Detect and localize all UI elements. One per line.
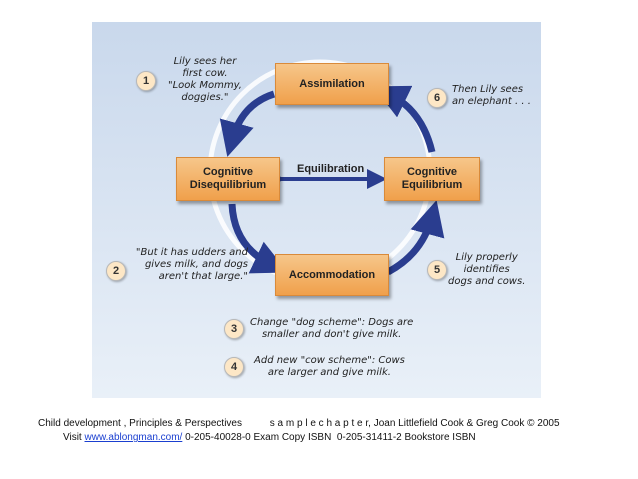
- arrow-disequilibrium-to-accommodation: [228, 203, 288, 274]
- equilibrium-label-line2: Equilibrium: [401, 179, 463, 191]
- step-2-line-1: "But it has udders and: [135, 247, 248, 258]
- caption-visit-text: Visit: [63, 432, 85, 443]
- step-6-line-1: Then Lily sees: [452, 84, 524, 95]
- step-4-badge: 4: [224, 357, 244, 377]
- step-6-note: Then Lily sees an elephant . . .: [452, 84, 531, 108]
- step-3-badge: 3: [224, 319, 244, 339]
- disequilibrium-label-line1: Cognitive: [202, 166, 254, 178]
- caption-isbn-text: 0-205-40028-0 Exam Copy ISBN 0-205-31411…: [182, 432, 476, 443]
- accommodation-label: Accommodation: [288, 268, 376, 281]
- step-3-note: Change "dog scheme": Dogs are smaller an…: [250, 317, 413, 341]
- step-3-line-2: smaller and don't give milk.: [261, 329, 402, 340]
- cognitive-development-diagram: Assimilation Cognitive Disequilibrium Co…: [92, 22, 541, 398]
- arrow-accommodation-to-equilibrium: [386, 200, 445, 276]
- step-4-line-2: are larger and give milk.: [267, 367, 391, 378]
- step-6-badge: 6: [427, 88, 447, 108]
- step-5-note: Lily properly identifies dogs and cows.: [448, 252, 525, 288]
- step-4-note: Add new "cow scheme": Cows are larger an…: [254, 355, 405, 379]
- assimilation-box: Assimilation: [275, 63, 389, 105]
- arrow-equilibrium-to-assimilation: [373, 85, 436, 153]
- equilibrium-label-line1: Cognitive: [406, 166, 458, 178]
- step-2-line-3: aren't that large.": [158, 271, 248, 282]
- step-1-badge: 1: [136, 71, 156, 91]
- step-1-line-3: "Look Mommy,: [168, 80, 242, 91]
- step-2-line-2: gives milk, and dogs: [144, 259, 248, 270]
- step-5-badge: 5: [427, 260, 447, 280]
- assimilation-label: Assimilation: [299, 77, 365, 90]
- step-2-badge: 2: [106, 261, 126, 281]
- disequilibrium-box: Cognitive Disequilibrium: [176, 157, 280, 201]
- step-1-line-4: doggies.": [181, 92, 229, 103]
- step-5-line-2: identifies: [463, 264, 510, 275]
- step-4-line-1: Add new "cow scheme": Cows: [254, 355, 405, 366]
- step-1-note: Lily sees her first cow. "Look Mommy, do…: [168, 56, 242, 104]
- equilibrium-box: Cognitive Equilibrium: [384, 157, 480, 201]
- equilibration-label: Equilibration: [297, 163, 365, 175]
- arrow-assimilation-to-disequilibrium: [219, 90, 276, 157]
- disequilibrium-label-line2: Disequilibrium: [189, 179, 267, 191]
- step-5-line-3: dogs and cows.: [448, 276, 526, 287]
- step-1-line-1: Lily sees her: [173, 56, 237, 67]
- publisher-link[interactable]: www.ablongman.com/: [84, 432, 183, 443]
- caption-line-2: Visit www.ablongman.com/ 0-205-40028-0 E…: [38, 431, 628, 445]
- step-5-line-1: Lily properly: [455, 252, 518, 263]
- step-3-line-1: Change "dog scheme": Dogs are: [250, 317, 414, 328]
- step-6-line-2: an elephant . . .: [452, 96, 531, 107]
- step-2-note: "But it has udders and gives milk, and d…: [128, 247, 248, 283]
- caption-line-1: Child development , Principles & Perspec…: [38, 418, 560, 429]
- accommodation-box: Accommodation: [275, 254, 389, 296]
- step-1-line-2: first cow.: [182, 68, 228, 79]
- source-caption: Child development , Principles & Perspec…: [38, 417, 628, 445]
